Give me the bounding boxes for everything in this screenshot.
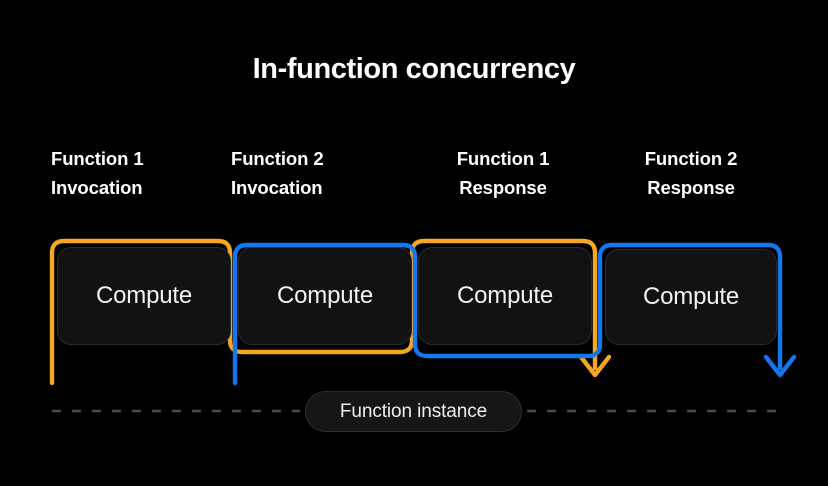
- compute-block-3: Compute: [418, 247, 592, 345]
- compute-block-1: Compute: [57, 247, 231, 345]
- compute-block-4: Compute: [605, 249, 777, 345]
- function-2-response-arrowhead: [763, 354, 797, 378]
- compute-block-2-label: Compute: [277, 282, 373, 309]
- function-instance-label: Function instance: [339, 400, 488, 422]
- caption-function-1-invocation: Function 1 Invocation: [51, 148, 144, 198]
- caption-function-1-response: Function 1 Response: [456, 148, 550, 198]
- caption-function-2-response: Function 2 Response: [644, 148, 738, 198]
- page-title: In-function concurrency: [252, 53, 576, 85]
- function-1-response-arrowhead: [578, 354, 612, 378]
- compute-block-2: Compute: [238, 247, 412, 345]
- function-instance-badge: Function instance: [305, 391, 522, 432]
- compute-block-3-label: Compute: [457, 282, 553, 309]
- compute-block-1-label: Compute: [96, 282, 192, 309]
- compute-block-4-label: Compute: [643, 283, 739, 310]
- caption-function-2-invocation: Function 2 Invocation: [231, 148, 324, 198]
